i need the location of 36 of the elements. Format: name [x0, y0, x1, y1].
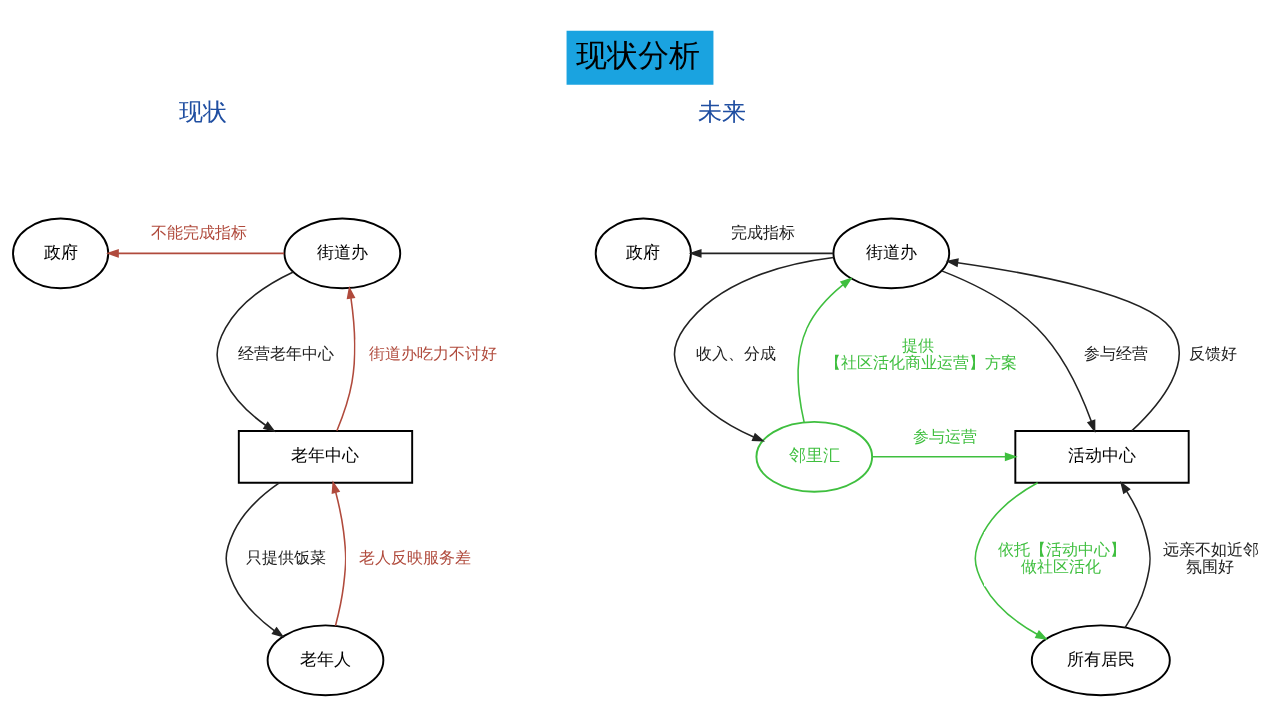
edge-label: 完成指标 — [731, 222, 796, 242]
edge-label: 依托【活动中心】做社区活化 — [997, 539, 1126, 576]
edge-label: 老人反映服务差 — [359, 547, 472, 567]
edge-label: 不能完成指标 — [150, 222, 247, 242]
label: 未来 — [697, 97, 746, 126]
node-box: 活动中心 — [1014, 429, 1190, 484]
arrow — [688, 248, 834, 258]
arrow — [974, 481, 1049, 640]
node-ellipse: 政府 — [594, 216, 692, 289]
node-ellipse: 街道办 — [283, 216, 402, 289]
arrow — [336, 285, 356, 431]
node-ellipse: 所有居民 — [1030, 623, 1171, 696]
node-ellipse: 邻里汇 — [755, 420, 874, 493]
arrow — [797, 276, 853, 423]
arrow — [871, 451, 1018, 461]
arrow — [106, 248, 285, 258]
edge-label: 收入、分成 — [696, 343, 777, 363]
edge-label: 参与经营 — [1083, 343, 1148, 363]
arrow — [216, 270, 295, 432]
arrow — [1120, 480, 1151, 628]
edge-label: 参与运营 — [913, 426, 978, 446]
label: 现状 — [178, 97, 227, 126]
arrow — [331, 480, 347, 627]
node-ellipse: 政府 — [12, 216, 110, 289]
edge-label: 远亲不如近邻氛围好 — [1162, 539, 1259, 576]
arrow — [940, 269, 1096, 433]
node-box: 老年中心 — [237, 429, 414, 484]
arrow — [673, 256, 835, 442]
diagram-title: 现状分析 — [576, 36, 701, 73]
edge-label: 街道办吃力不讨好 — [369, 343, 498, 363]
edge-label: 经营老年中心 — [238, 343, 335, 363]
edge-label: 提供【社区活化商业运营】方案 — [825, 335, 1018, 372]
arrow — [945, 257, 1181, 431]
arrow — [225, 481, 285, 638]
edge-label: 只提供饭菜 — [246, 547, 327, 567]
edge-label: 反馈好 — [1189, 343, 1238, 363]
